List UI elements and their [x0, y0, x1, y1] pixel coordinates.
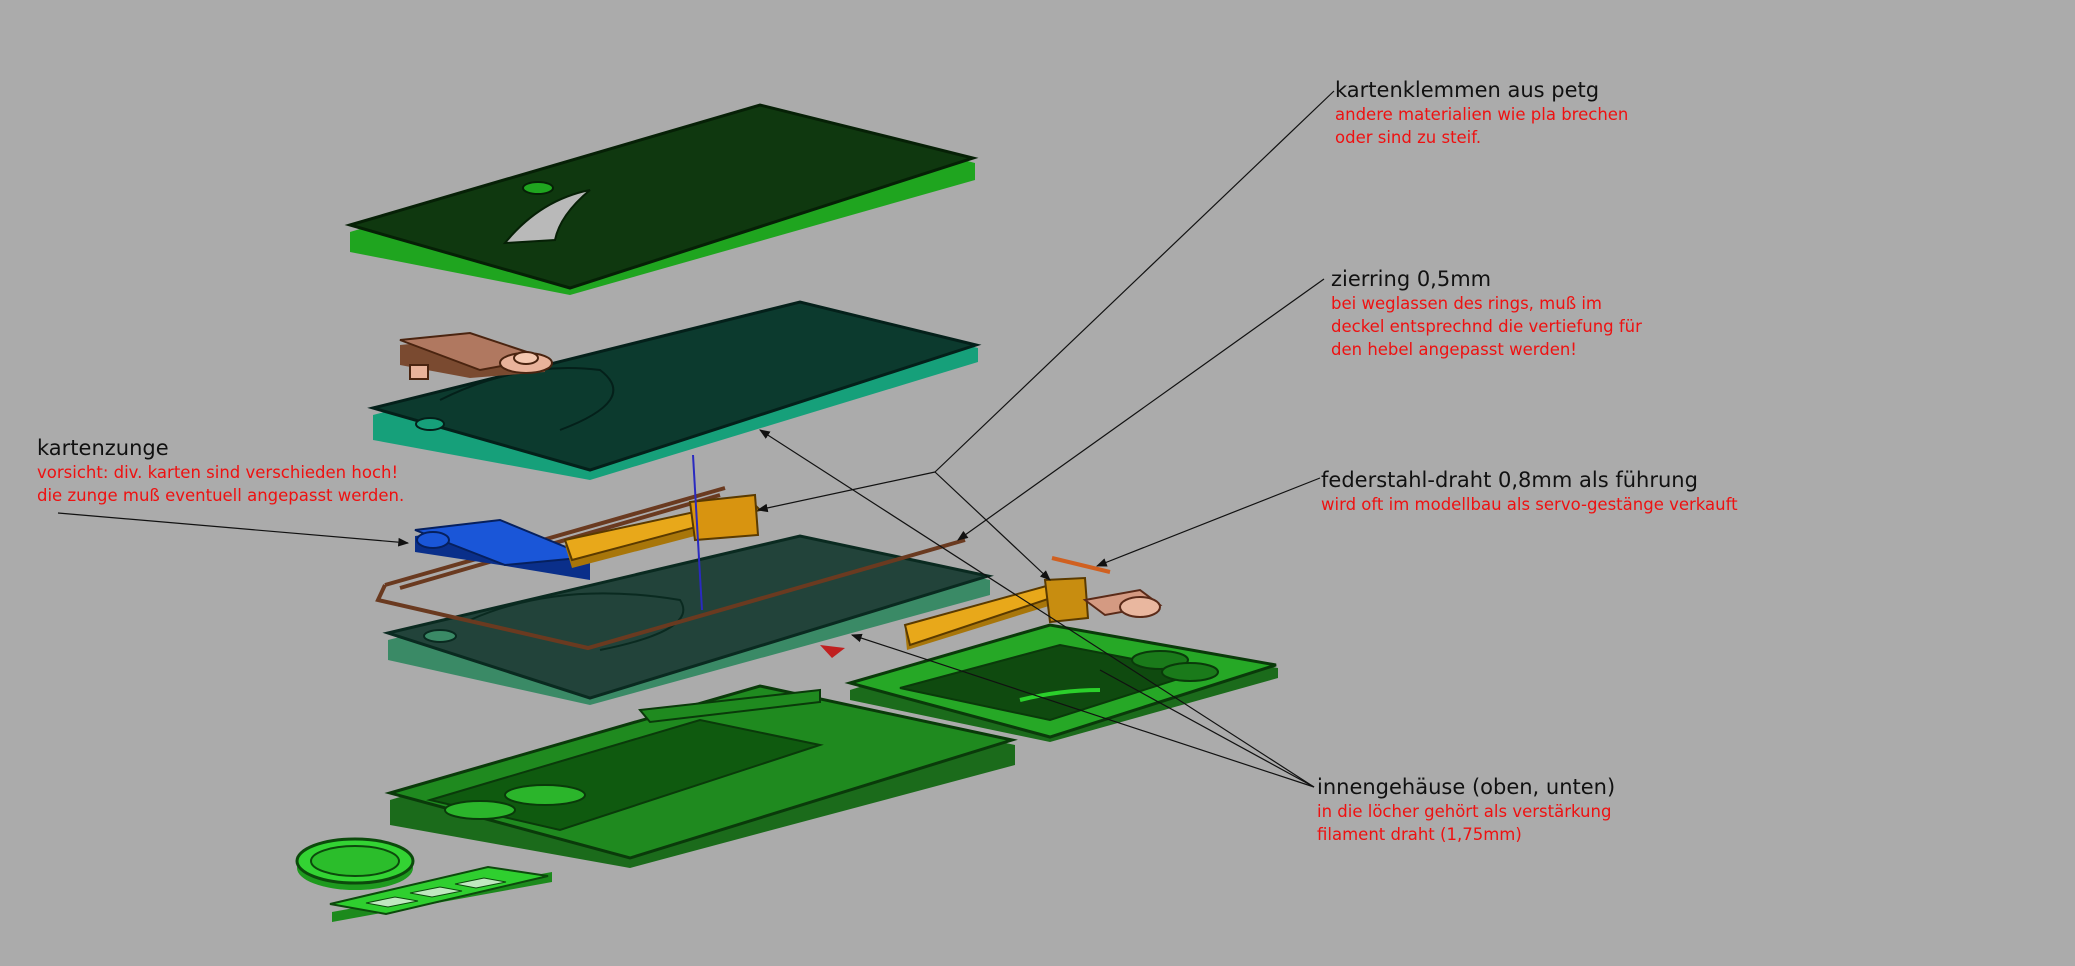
label-zierring: zierring 0,5mm bei weglassen des rings, …	[1331, 266, 1642, 361]
right-housing-piece	[844, 623, 1278, 742]
label-note: oder sind zu steif.	[1335, 128, 1482, 147]
label-note: andere materialien wie pla brechen	[1335, 105, 1629, 124]
label-title: kartenklemmen aus petg	[1335, 78, 1600, 102]
label-federstahl: federstahl-draht 0,8mm als führung wird …	[1321, 467, 1738, 516]
card-tongue-blue	[414, 518, 591, 580]
steel-wire-piece	[1051, 556, 1111, 574]
label-note: bei weglassen des rings, muß im	[1331, 294, 1602, 313]
bottom-frame-part	[329, 865, 552, 922]
label-note: in die löcher gehört als verstärkung	[1317, 802, 1612, 821]
label-note: filament draht (1,75mm)	[1317, 825, 1522, 844]
red-indicator	[820, 645, 845, 658]
label-note: deckel entsprechnd die vertiefung für	[1331, 317, 1642, 336]
leader-lines	[57, 90, 1335, 788]
label-title: innengehäuse (oben, unten)	[1317, 775, 1616, 799]
decorative-ring-lever	[399, 331, 553, 380]
inner-housing-upper-plate	[367, 300, 982, 480]
label-title: federstahl-draht 0,8mm als führung	[1321, 468, 1698, 492]
label-note: vorsicht: div. karten sind verschieden h…	[37, 463, 399, 482]
label-title: kartenzunge	[37, 436, 169, 460]
label-note: wird oft im modellbau als servo-gestänge…	[1321, 495, 1738, 514]
label-title: zierring 0,5mm	[1331, 267, 1492, 291]
lower-housing-bottom	[384, 684, 1018, 868]
lid-cutout	[502, 189, 591, 245]
bottom-ring-part	[295, 837, 415, 890]
right-lever-ring	[1082, 588, 1163, 618]
card-clamp-left	[563, 493, 762, 568]
label-note: den hebel angepasst werden!	[1331, 340, 1577, 359]
label-innengehaeuse: innengehäuse (oben, unten) in die löcher…	[1317, 774, 1615, 846]
top-lid	[344, 103, 979, 295]
label-note: die zunge muß eventuell angepasst werden…	[37, 486, 405, 505]
label-kartenklemmen: kartenklemmen aus petg andere materialie…	[1335, 77, 1628, 149]
steel-wire-guide	[375, 486, 966, 651]
axis-line	[692, 454, 703, 611]
label-kartenzunge: kartenzunge vorsicht: div. karten sind v…	[37, 435, 404, 507]
card-clamp-right	[903, 576, 1090, 650]
